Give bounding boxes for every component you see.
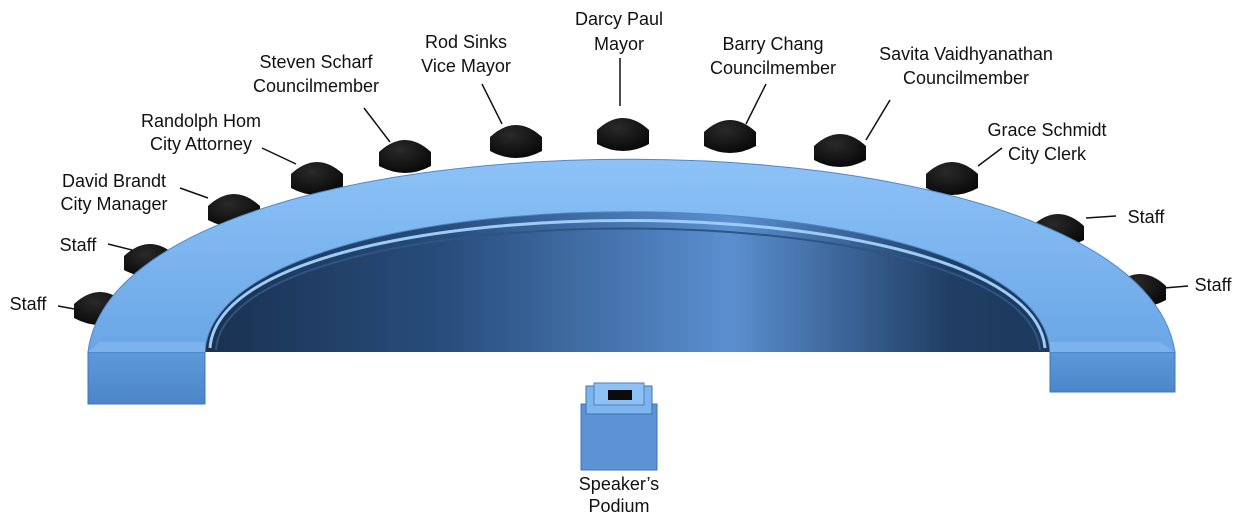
dais-left-end-step	[88, 342, 205, 352]
seat-label-name: Savita Vaidhyanathan	[879, 44, 1053, 64]
dais-right-end	[1049, 351, 1176, 393]
chair-back	[490, 125, 542, 158]
seat-label-role: Councilmember	[253, 76, 379, 96]
seat-label-name: Staff	[1195, 275, 1233, 295]
seat-leader-line	[865, 99, 891, 141]
seat-label-name: Staff	[10, 294, 48, 314]
seat-label-role: City Attorney	[150, 134, 252, 154]
chair	[379, 140, 431, 173]
chair	[704, 120, 756, 153]
chair	[597, 118, 649, 151]
podium-screen	[608, 390, 632, 400]
seat-leader-line	[179, 187, 209, 199]
seat-label-name: Staff	[1128, 207, 1166, 227]
dais-inner-ridge-shadow	[215, 227, 1041, 351]
chair	[291, 162, 343, 195]
dais-right-end-step	[1050, 342, 1175, 352]
seat-label-name: Grace Schmidt	[987, 120, 1106, 140]
podium-label-line1: Speaker’s	[579, 474, 659, 494]
dais-inner-wall	[205, 207, 1160, 352]
seat-label-name: Barry Chang	[722, 34, 823, 54]
dais-top-surface	[87, 158, 1176, 353]
dais-inner-ridge	[208, 219, 1047, 349]
podium-label-line2: Podium	[588, 496, 649, 516]
seat-label-role: Councilmember	[710, 58, 836, 78]
seat-label-name: Darcy Paul	[575, 9, 663, 29]
chair-back	[814, 134, 866, 167]
seat-label-name: Rod Sinks	[425, 32, 507, 52]
seat-leader-line	[977, 147, 1003, 167]
seat-label-role: Councilmember	[903, 68, 1029, 88]
chair-back	[379, 140, 431, 173]
chair-back	[291, 162, 343, 195]
seat-label-name: Randolph Hom	[141, 111, 261, 131]
seat-label-role: Vice Mayor	[421, 56, 511, 76]
seat-leader-line	[1085, 215, 1117, 219]
seat-leader-line	[57, 305, 81, 311]
chair	[814, 134, 866, 167]
seat-label-role: City Clerk	[1008, 144, 1087, 164]
dais	[87, 158, 1176, 405]
seat-label-name: Steven Scharf	[259, 52, 373, 72]
seat-leader-line	[363, 107, 391, 143]
dais-left-end	[87, 351, 206, 405]
seat-label-role: Mayor	[594, 34, 644, 54]
chair-back	[704, 120, 756, 153]
chairs-group	[74, 118, 1166, 325]
seat-leader-line	[745, 83, 767, 125]
chair-back	[926, 162, 978, 195]
seat-leader-line	[107, 243, 133, 251]
seat-leader-line	[1163, 285, 1189, 289]
chair	[926, 162, 978, 195]
seat-leader-line	[261, 147, 297, 165]
seat-label-name: David Brandt	[62, 171, 166, 191]
seat-label-role: City Manager	[60, 194, 167, 214]
seat-label-name: Staff	[60, 235, 98, 255]
seat-leader-line	[481, 83, 503, 125]
speakers-podium	[580, 382, 658, 471]
chair	[490, 125, 542, 158]
chair-back	[597, 118, 649, 151]
